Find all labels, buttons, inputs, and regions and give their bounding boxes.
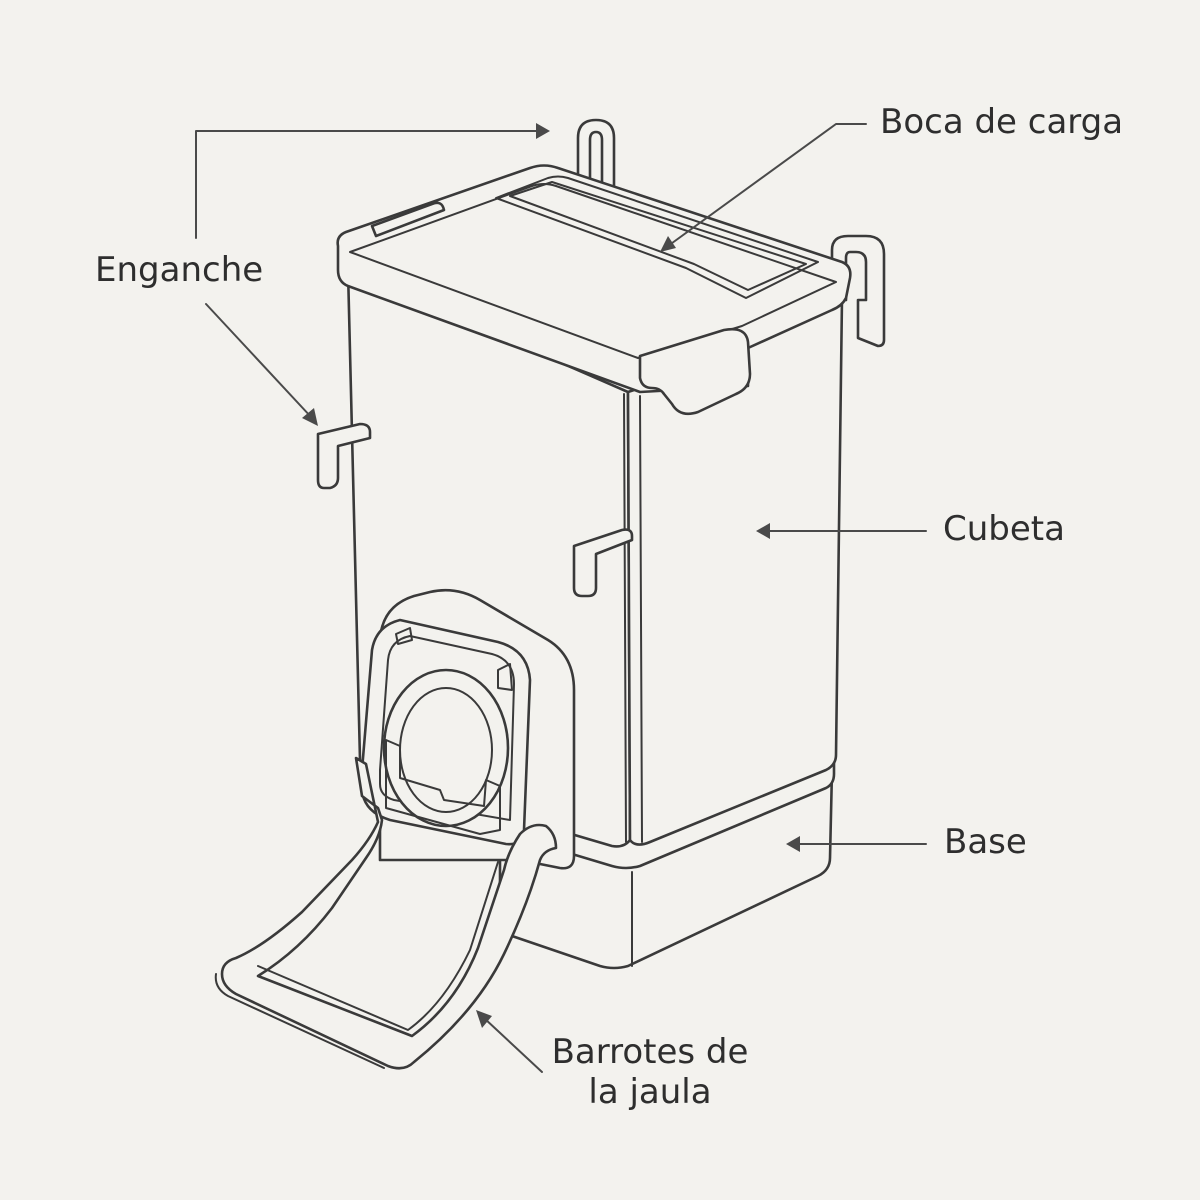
side-hook-left — [316, 422, 372, 490]
loading-mouth — [495, 175, 819, 299]
loading-mouth-inner — [509, 181, 807, 291]
feed-outlet-ring — [382, 668, 510, 828]
label-base: Base — [944, 822, 1027, 862]
lid-rear-ledge — [370, 201, 446, 238]
side-hook-front — [572, 528, 634, 598]
bucket-side-face — [626, 296, 844, 846]
bucket-corner-edge — [639, 395, 643, 843]
label-enganche: Enganche — [95, 250, 264, 290]
leader-enganche-side — [205, 303, 318, 426]
label-barrotes-de-la-jaula: Barrotes de la jaula — [550, 1032, 750, 1112]
cage-bar-lip — [214, 973, 385, 1069]
outlet-tab-right — [497, 663, 513, 691]
bucket-corner-edge-inner — [623, 393, 627, 843]
label-barrotes-line1: Barrotes de — [551, 1032, 749, 1072]
outlet-tab-left — [395, 627, 413, 645]
lid-top-surface — [349, 183, 837, 359]
label-barrotes-line2: la jaula — [588, 1072, 712, 1112]
label-boca-de-carga: Boca de carga — [880, 102, 1124, 142]
cage-bar-bracket — [220, 756, 558, 1070]
outlet-clip — [385, 739, 501, 835]
lid-flap — [638, 327, 752, 416]
leader-barrotes — [476, 1010, 543, 1073]
cage-bar-inner-edge — [257, 861, 499, 1031]
label-cubeta: Cubeta — [943, 509, 1065, 549]
leader-base — [786, 836, 927, 852]
leader-cubeta — [756, 523, 927, 539]
leader-enganche-top — [195, 123, 550, 239]
leader-boca-de-carga — [660, 123, 867, 252]
